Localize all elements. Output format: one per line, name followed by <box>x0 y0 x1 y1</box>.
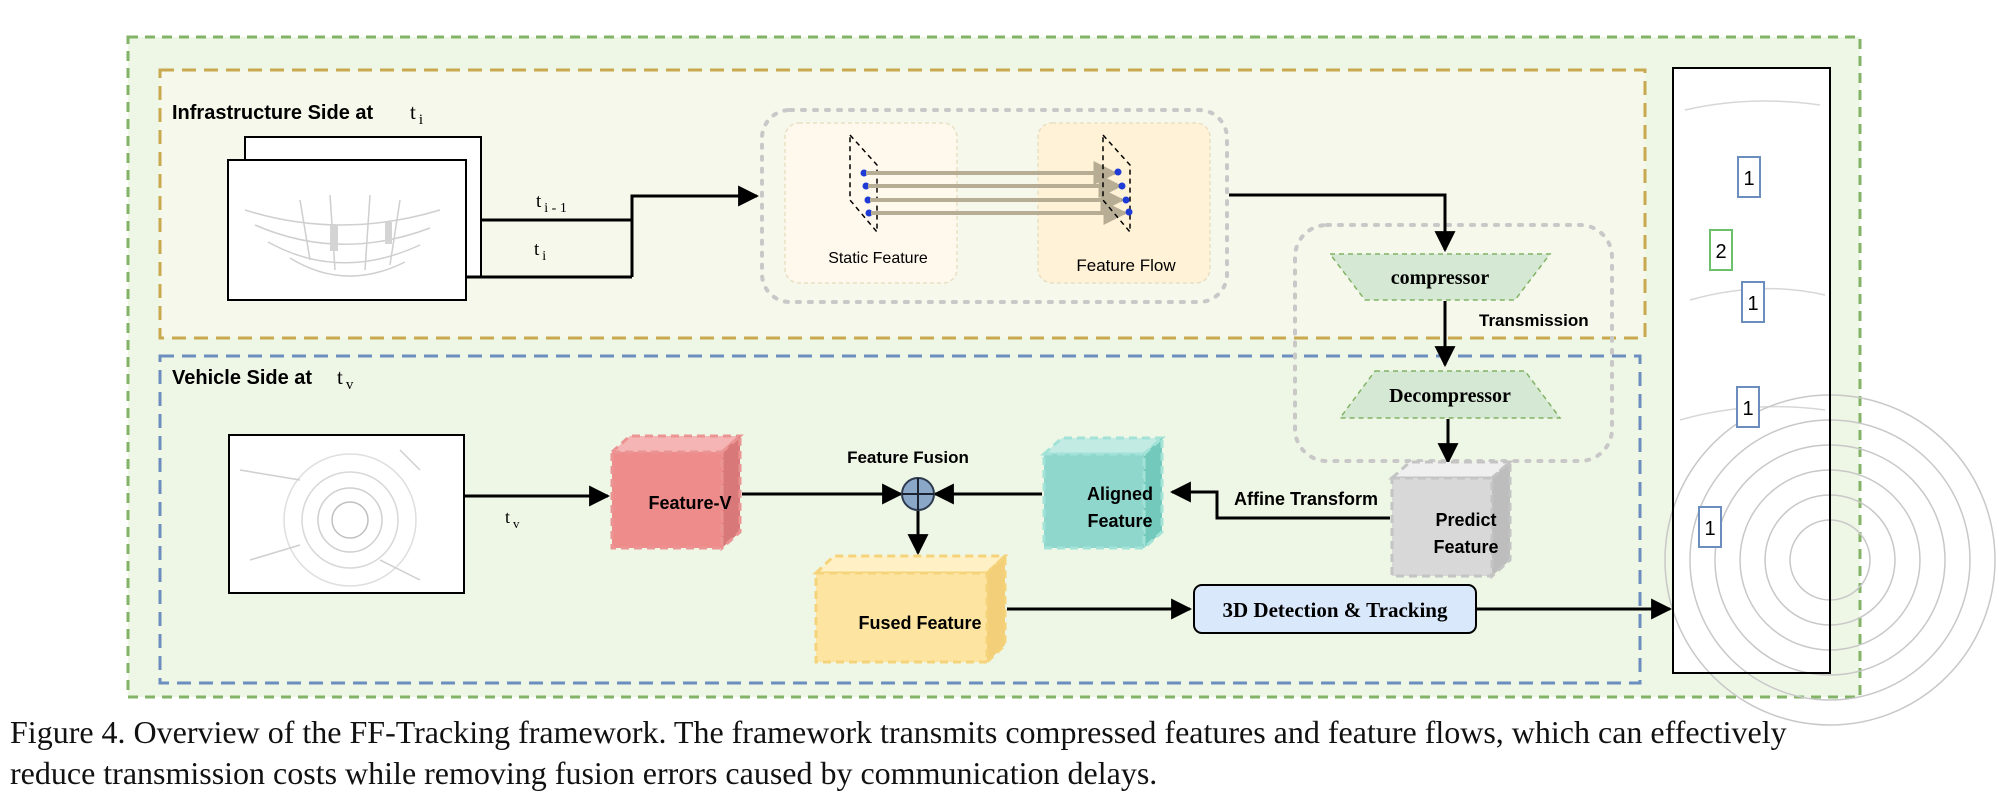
static-feature-label: Static Feature <box>828 250 928 267</box>
aligned-feature-label-1: Aligned <box>1087 484 1153 504</box>
svg-text:2: 2 <box>1715 241 1726 263</box>
svg-text:1: 1 <box>1742 398 1753 420</box>
predict-feature-label-2: Feature <box>1433 537 1498 557</box>
vehicle-title: Vehicle Side at <box>172 367 312 389</box>
aligned-feature-label-2: Feature <box>1087 511 1152 531</box>
feature-v-label: Feature-V <box>648 493 731 513</box>
decompressor-shape <box>1338 370 1562 419</box>
vehicle-pointcloud <box>228 434 465 594</box>
fused-feature-label: Fused Feature <box>858 613 981 633</box>
feature-fusion-label: Feature Fusion <box>847 448 969 467</box>
affine-transform-label: Affine Transform <box>1234 489 1378 509</box>
predict-feature-cube <box>1388 458 1514 580</box>
svg-text:1: 1 <box>1747 293 1758 315</box>
track-box-3: 1 <box>1741 281 1765 323</box>
infrastructure-title: Infrastructure Side at <box>172 102 374 124</box>
detection-tracking-label: 3D Detection & Tracking <box>1223 598 1448 622</box>
infra-pointcloud-frames <box>227 136 482 301</box>
transmission-label: Transmission <box>1479 311 1589 330</box>
feature-v-cube <box>608 432 744 552</box>
svg-text:1: 1 <box>1704 518 1715 540</box>
feature-fusion-operator <box>901 477 935 511</box>
compressor-label: compressor <box>1391 267 1490 289</box>
feature-flow-label: Feature Flow <box>1076 256 1176 275</box>
caption-line-2: reduce transmission costs while removing… <box>10 755 1158 791</box>
static-feature-box <box>784 122 958 284</box>
aligned-feature-cube <box>1040 434 1166 552</box>
detection-tracking-box <box>1193 584 1477 634</box>
feature-flow-container <box>760 108 1229 304</box>
flow-to-compressor-arrow <box>1229 193 1456 253</box>
fused-feature-cube <box>812 552 1009 666</box>
track-box-5: 1 <box>1698 506 1722 548</box>
compressor-shape <box>1328 253 1552 301</box>
tracking-output-panel <box>1664 67 1996 726</box>
caption-line-1: Figure 4. Overview of the FF-Tracking fr… <box>10 714 1787 750</box>
affine-transform-arrow <box>1169 481 1390 520</box>
track-box-4: 1 <box>1736 386 1760 428</box>
static-feature-plane <box>849 133 878 235</box>
flow-arrows <box>866 161 1128 225</box>
svg-text:1: 1 <box>1743 168 1754 190</box>
figure-caption: Figure 4. Overview of the FF-Tracking fr… <box>10 712 1990 794</box>
infra-frame-connector <box>466 196 757 279</box>
track-box-1: 1 <box>1737 156 1761 198</box>
decompressor-label: Decompressor <box>1389 385 1511 407</box>
track-box-2: 2 <box>1709 229 1733 271</box>
feature-flow-plane <box>1102 133 1133 235</box>
predict-feature-label-1: Predict <box>1435 510 1496 530</box>
